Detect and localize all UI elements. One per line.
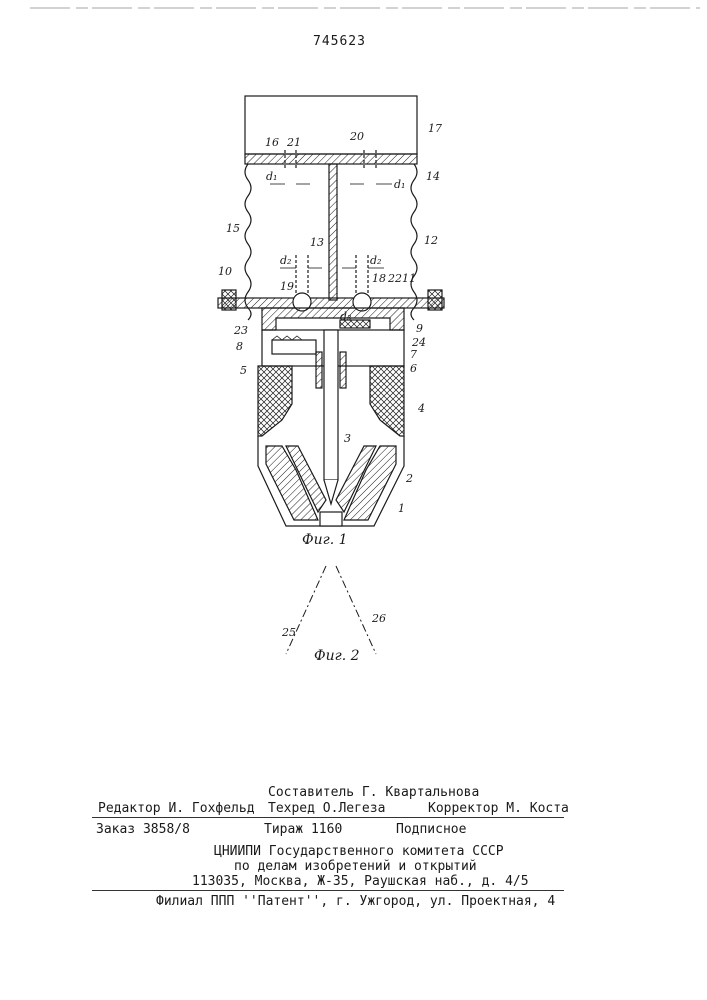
screw-5	[272, 340, 316, 354]
fig2-caption: Фиг. 2	[314, 648, 360, 664]
label-5: 5	[240, 364, 247, 377]
label-22: 22	[387, 272, 402, 285]
housing-cap	[262, 308, 404, 330]
line-26	[336, 566, 376, 654]
org-line-1: ЦНИИПИ Государственного комитета СССР	[214, 844, 504, 859]
stem	[329, 164, 337, 300]
figure-2	[286, 566, 376, 654]
label-16: 16	[265, 136, 279, 149]
label-9: 9	[416, 322, 423, 335]
label-17: 17	[428, 122, 442, 135]
label-20: 20	[349, 130, 364, 143]
bolt-left	[222, 290, 236, 310]
divider	[92, 817, 564, 818]
figure-1	[218, 96, 444, 526]
label-8: 8	[236, 340, 243, 353]
label-19: 19	[280, 280, 294, 293]
insulator-right	[370, 366, 404, 436]
label-21: 21	[286, 136, 301, 149]
bolt-right	[428, 290, 442, 310]
dim-d2-right: d₂	[370, 254, 381, 267]
techred-line: Техред О.Легеза	[268, 801, 385, 816]
line-25	[286, 566, 326, 654]
order-line: Заказ 3858/8	[96, 822, 190, 837]
label-7: 7	[410, 348, 417, 361]
editor-line: Редактор И. Гохфельд	[98, 801, 255, 816]
circulation-line: Тираж 1160	[264, 822, 342, 837]
dim-d3: d₃	[340, 310, 351, 323]
insulator-left	[258, 366, 292, 436]
dim-d1-right: d₁	[394, 178, 405, 191]
label-13: 13	[310, 236, 324, 249]
address-line: 113035, Москва, Ж-35, Раушская наб., д. …	[192, 874, 529, 889]
label-25: 25	[281, 626, 296, 639]
branch-line: Филиал ППП ''Патент'', г. Ужгород, ул. П…	[156, 894, 555, 909]
top-plate	[245, 154, 417, 164]
bellows-right	[411, 164, 417, 320]
electrode	[324, 330, 338, 480]
label-10: 10	[218, 265, 232, 278]
label-1: 1	[398, 502, 405, 515]
label-4: 4	[417, 402, 425, 415]
label-6: 6	[410, 362, 417, 375]
label-2: 2	[405, 472, 413, 485]
fig1-caption: Фиг. 1	[302, 532, 348, 548]
subscription-line: Подписное	[396, 822, 466, 837]
dim-d1-left: d₁	[266, 170, 277, 183]
label-15: 15	[226, 222, 240, 235]
divider-2	[92, 890, 564, 891]
compiler-line: Составитель Г. Квартальнова	[268, 785, 479, 800]
bellows-left	[245, 164, 251, 320]
org-line-2: по делам изобретений и открытий	[234, 859, 477, 874]
label-11: 11	[402, 272, 416, 285]
label-18: 18	[372, 272, 386, 285]
flange-plate	[218, 298, 444, 308]
label-3: 3	[344, 432, 351, 445]
label-14: 14	[426, 170, 440, 183]
label-23: 23	[233, 324, 248, 337]
label-26: 26	[371, 612, 386, 625]
label-12: 12	[424, 234, 438, 247]
dim-d2-left: d₂	[280, 254, 291, 267]
corrector-line: Корректор М. Коста	[428, 801, 569, 816]
